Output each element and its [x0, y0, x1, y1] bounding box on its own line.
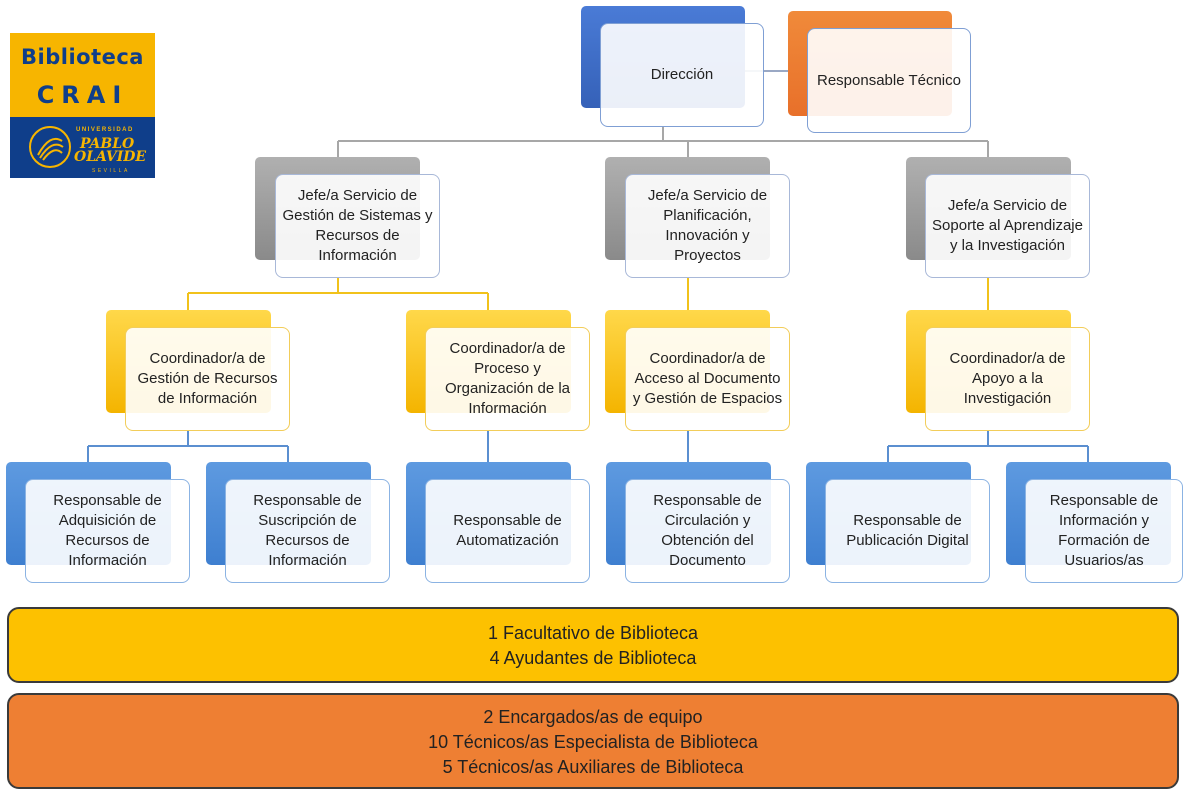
org-box-responsable-6: Responsable de Información y Formación d… [1025, 479, 1183, 583]
logo-university-label: UNIVERSIDAD [76, 127, 134, 133]
org-box-jefe-3: Jefe/a Servicio de Soporte al Aprendizaj… [925, 174, 1090, 278]
staff-line: 2 Encargados/as de equipo [483, 707, 703, 727]
org-box-responsable-5: Responsable de Publicación Digital [825, 479, 990, 583]
org-box-coordinador-1: Coordinador/a de Gestión de Recursos de … [125, 327, 290, 431]
logo-title: Biblioteca [21, 45, 144, 69]
org-box-responsable-tecnico: Responsable Técnico [807, 28, 971, 133]
staff-line: 4 Ayudantes de Biblioteca [489, 648, 697, 668]
logo-university-name-2: OLAVIDE [74, 149, 147, 165]
org-box-responsable-1: Responsable de Adquisición de Recursos d… [25, 479, 190, 583]
org-box-direccion: Dirección [600, 23, 764, 127]
university-emblem-icon [29, 126, 71, 168]
connector-jefe1-coords [187, 277, 489, 310]
org-box-coordinador-2: Coordinador/a de Proceso y Organización … [425, 327, 590, 431]
connector-coord1-resp [87, 430, 289, 462]
org-box-coordinador-3: Coordinador/a de Acceso al Documento y G… [625, 327, 790, 431]
org-connectors [87, 70, 1089, 462]
logo-subtitle: CRAI [36, 81, 129, 109]
connector-direccion-jefes [337, 127, 989, 157]
staff-line: 10 Técnicos/as Especialista de Bibliotec… [428, 732, 758, 752]
staff-bar-tecnicos: 2 Encargados/as de equipo 10 Técnicos/as… [7, 693, 1179, 789]
logo-bottom-panel [10, 117, 155, 178]
logo-university-name-1: PABLO [80, 136, 135, 152]
logo-top-panel [10, 33, 155, 117]
logo-city: SEVILLA [92, 168, 130, 174]
org-box-responsable-4: Responsable de Circulación y Obtención d… [625, 479, 790, 583]
staff-line: 1 Facultativo de Biblioteca [487, 623, 699, 643]
org-box-responsable-3: Responsable de Automatización [425, 479, 590, 583]
crai-logo: Biblioteca CRAI UNIVERSIDAD PABLO OLAVID… [10, 33, 155, 178]
connector-coord4-resp [887, 430, 1089, 462]
staff-line: 5 Técnicos/as Auxiliares de Biblioteca [442, 757, 744, 777]
org-box-responsable-2: Responsable de Suscripción de Recursos d… [225, 479, 390, 583]
org-box-jefe-1: Jefe/a Servicio de Gestión de Sistemas y… [275, 174, 440, 278]
org-box-jefe-2: Jefe/a Servicio de Planificación, Innova… [625, 174, 790, 278]
org-box-coordinador-4: Coordinador/a de Apoyo a la Investigació… [925, 327, 1090, 431]
staff-bar-facultativos: 1 Facultativo de Biblioteca 4 Ayudantes … [7, 607, 1179, 683]
